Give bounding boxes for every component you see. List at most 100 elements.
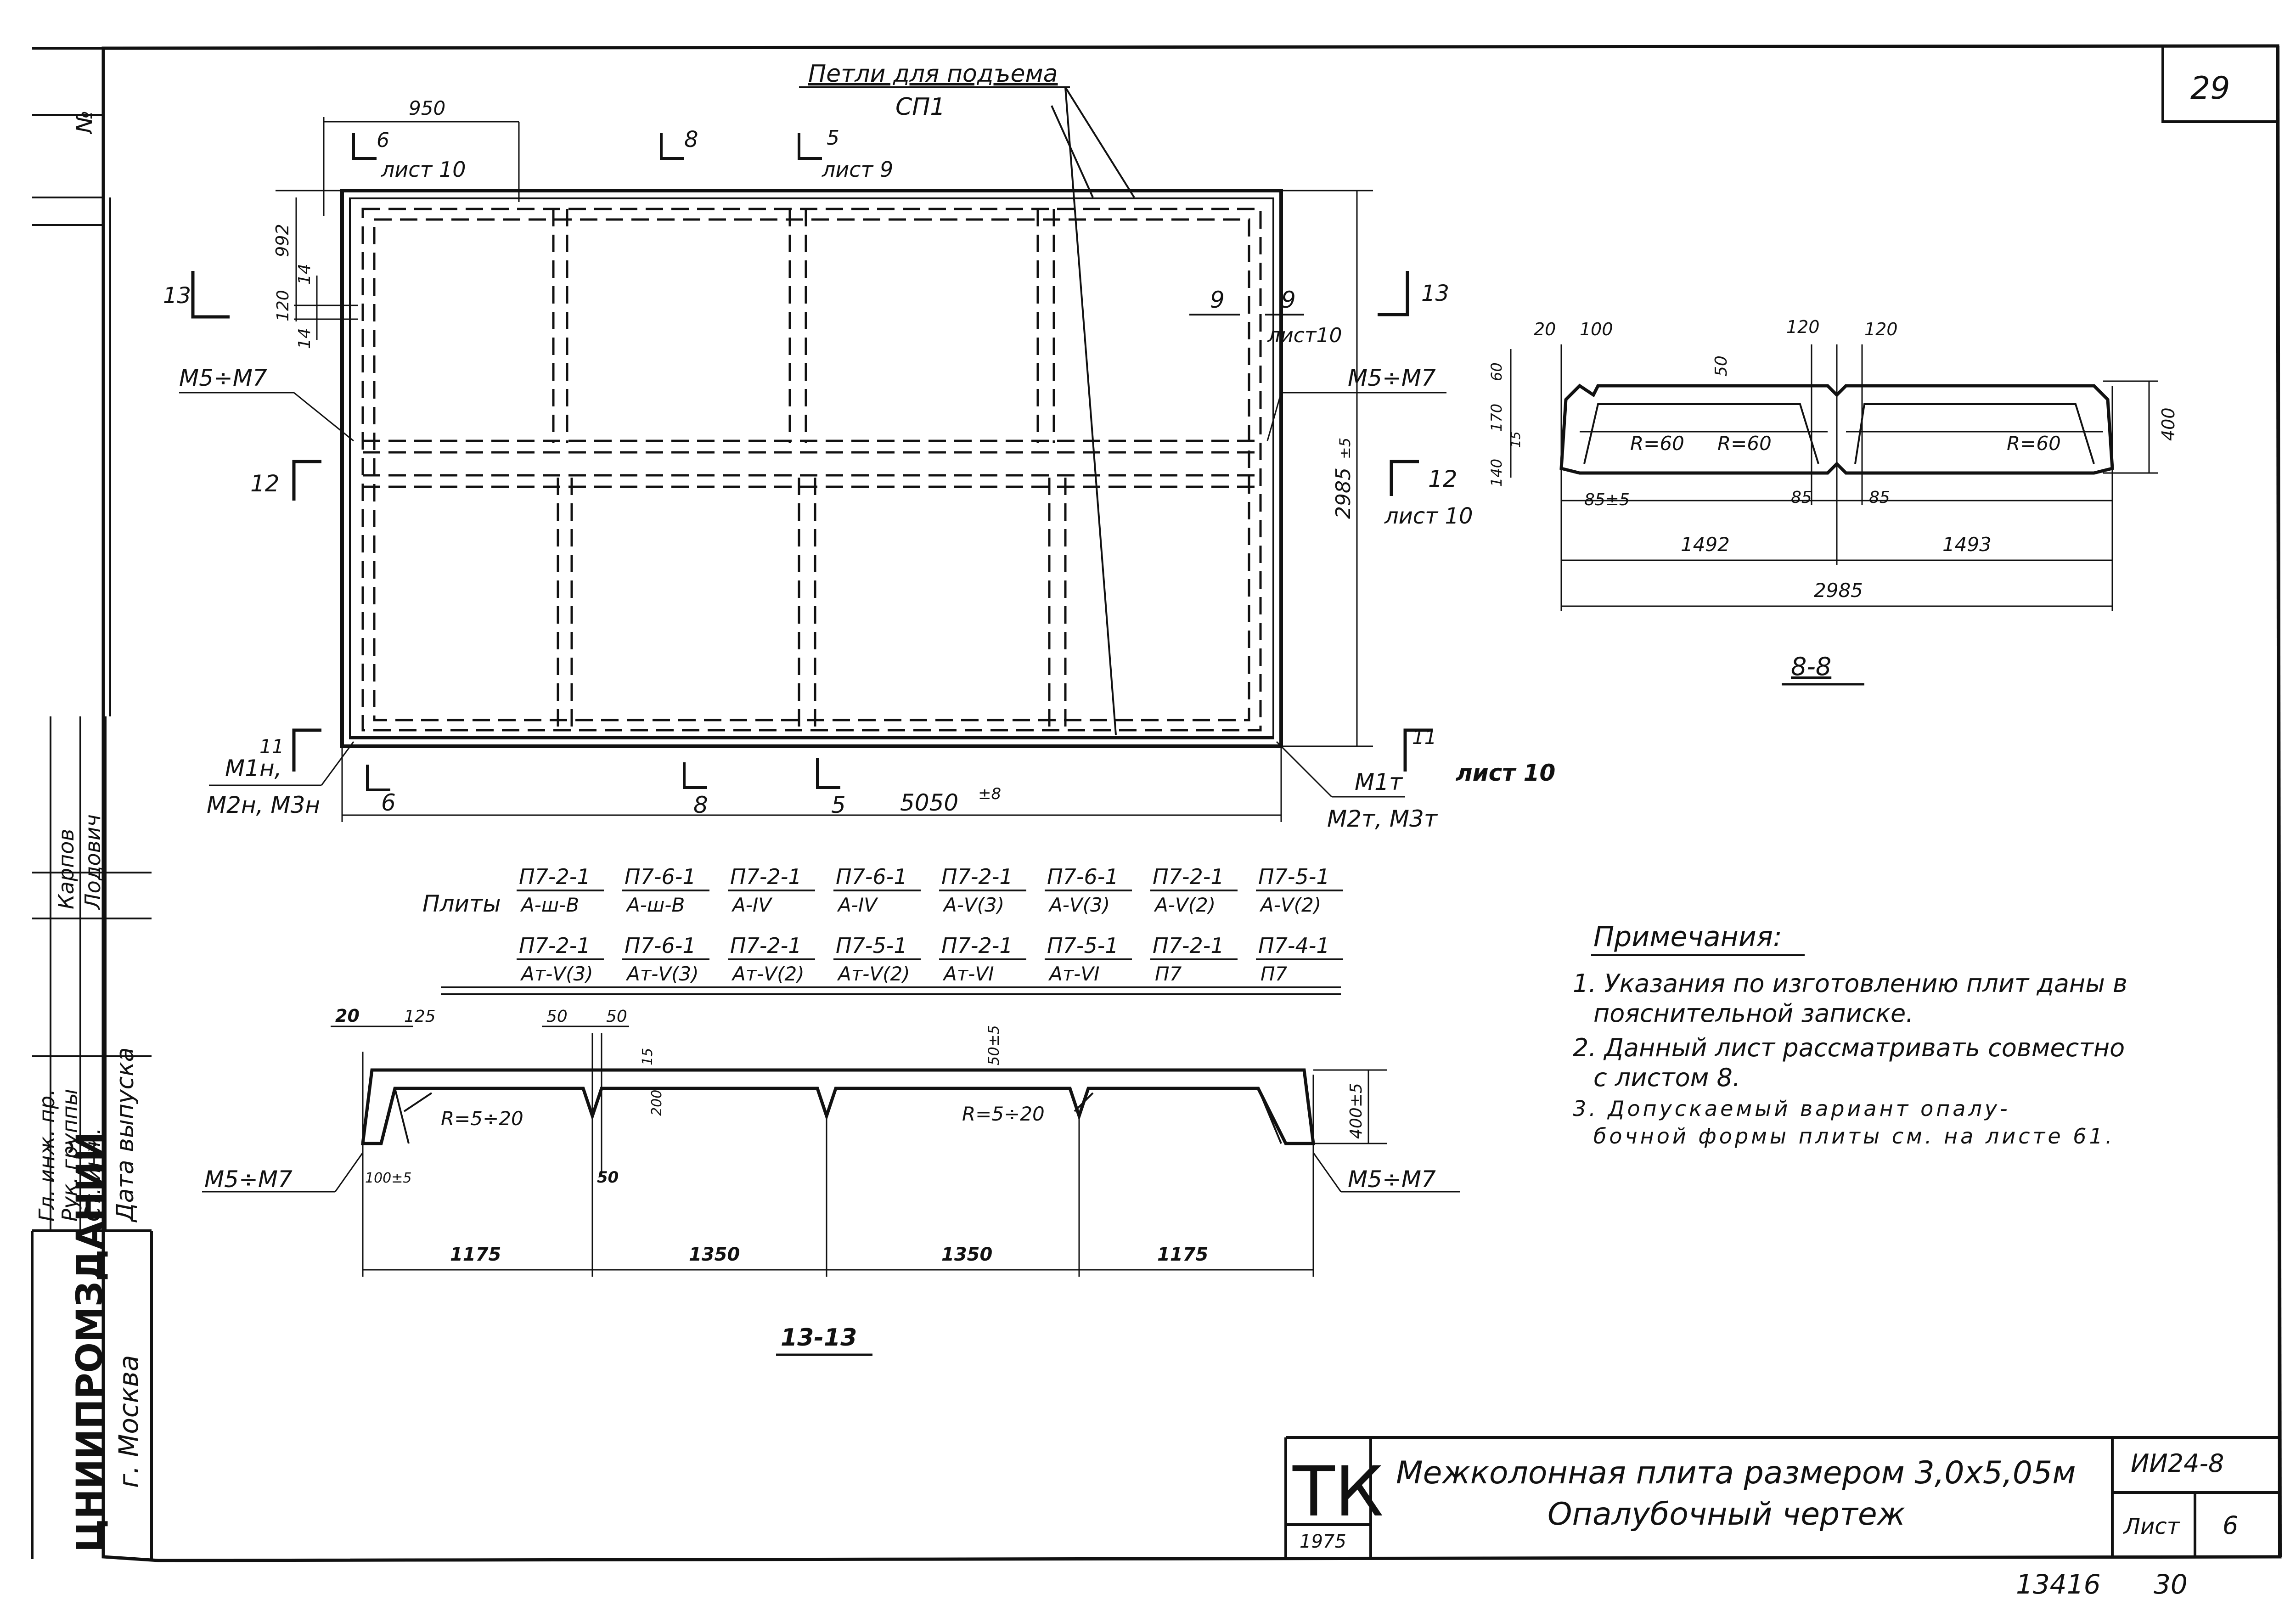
s1313-r1: R=5÷20 — [441, 1107, 523, 1130]
s88-d15: 15 — [1508, 431, 1523, 448]
stamp-row-4: Дата выпуска — [112, 1047, 139, 1222]
rib-dashed-lines — [361, 208, 1262, 732]
section-5-top: 5 — [827, 126, 839, 150]
left-stamp-table — [32, 114, 152, 1231]
slab-mark-numerator: П7-2-1 — [730, 933, 802, 958]
s88-r3: R=60 — [2007, 432, 2061, 455]
slab-mark-numerator: П7-2-1 — [941, 864, 1013, 889]
section-12-right: 12 — [1428, 466, 1458, 492]
section-11-left-marker — [292, 728, 321, 772]
bottom-section-5: 5 — [831, 792, 846, 818]
section-6-top: 6 — [377, 129, 389, 152]
section-12-sheet: лист 10 — [1384, 503, 1473, 529]
slab-mark-denominator: А-V(2) — [1154, 894, 1216, 916]
section-8-8-title: 8-8 — [1791, 652, 1831, 681]
slabs-label: Плиты — [422, 890, 501, 917]
sheet-number: 29 — [2190, 70, 2230, 107]
section-markers-top — [323, 117, 822, 216]
s1313-d50-tol: 50±5 — [985, 1025, 1002, 1065]
section-8-8-drawing — [1510, 344, 2158, 611]
no-label: № — [72, 110, 97, 135]
dim-2985: 2985 — [1332, 468, 1355, 519]
slab-mark-numerator: П7-5-1 — [836, 933, 907, 958]
slab-mark-denominator: А-ш-В — [625, 894, 685, 916]
note-1a: 1. Указания по изготовлению плит даны в — [1573, 969, 2127, 998]
s1313-d20: 20 — [335, 1006, 360, 1026]
s88-d120-a: 120 — [1786, 317, 1820, 337]
slab-mark-numerator: П7-2-1 — [1153, 933, 1224, 958]
note-2b: с листом 8. — [1593, 1063, 1740, 1092]
s88-d85-tol: 85±5 — [1584, 490, 1630, 509]
s1313-span-2: 1350 — [689, 1244, 740, 1265]
s88-d85-c: 85 — [1869, 488, 1890, 507]
slab-mark-numerator: П7-2-1 — [1153, 864, 1224, 889]
section-13-right-marker — [1378, 271, 1409, 316]
s88-d100: 100 — [1580, 319, 1613, 339]
organization-name: ЦНИИПРОМЗДАНИЙ — [68, 1132, 111, 1552]
slabs-row-1: П7-2-1А-ш-ВП7-6-1А-ш-ВП7-2-1А-IVП7-6-1А-… — [517, 864, 1343, 916]
slab-mark-numerator: П7-2-1 — [519, 864, 591, 889]
s88-r2: R=60 — [1717, 432, 1772, 455]
section-6-sheet: лист 10 — [381, 157, 466, 182]
section-9-a: 9 — [1210, 287, 1225, 313]
s1313-d200: 200 — [649, 1090, 665, 1116]
stamp-row-2: Рук. группы — [57, 1089, 82, 1222]
s1313-d50-a: 50 — [546, 1007, 568, 1026]
lifting-loops-label: Петли для подъема — [808, 60, 1058, 88]
tk-year: 1975 — [1300, 1531, 1346, 1552]
s1313-d15: 15 — [640, 1048, 656, 1065]
s1313-d100-tol: 100±5 — [365, 1170, 411, 1186]
drawing-title-line-2: Опалубочный чертеж — [1548, 1496, 1905, 1532]
slab-mark-numerator: П7-6-1 — [1047, 864, 1119, 889]
section-11-left: 11 — [259, 735, 284, 758]
section-13-left-marker — [191, 271, 230, 319]
note-2a: 2. Данный лист рассматривать совместно — [1573, 1033, 2125, 1062]
slab-mark-denominator: Ат-V(2) — [837, 963, 910, 985]
dim-950: 950 — [409, 97, 445, 119]
s88-d85-b: 85 — [1791, 488, 1812, 507]
s1313-m-right: М5÷М7 — [1348, 1166, 1436, 1193]
s1313-r2: R=5÷20 — [962, 1103, 1045, 1125]
section-markers-bottom — [366, 758, 840, 791]
slab-mark-denominator: Ат-V(3) — [625, 963, 699, 985]
slab-mark-numerator: П7-2-1 — [730, 864, 802, 889]
slab-mark-numerator: П7-4-1 — [1258, 933, 1330, 958]
m1n-label: М1н, — [225, 755, 282, 782]
s1313-span-4: 1175 — [1157, 1244, 1208, 1265]
section-9-b: 9 — [1281, 287, 1296, 313]
section-5-sheet: лист 9 — [822, 157, 893, 182]
section-11-right: 11 — [1412, 726, 1436, 749]
dim-5050-tol: ±8 — [978, 785, 1001, 803]
lifting-loops-code: СП1 — [895, 93, 945, 121]
section-13-13-drawing — [202, 1025, 1460, 1277]
s88-r1: R=60 — [1630, 432, 1684, 455]
s1313-m-left: М5÷М7 — [204, 1166, 293, 1193]
dim-14-b: 14 — [295, 328, 314, 349]
s88-d400: 400 — [2158, 407, 2178, 441]
bottom-archive-number: 13416 — [2016, 1569, 2101, 1600]
slab-mark-denominator: Ат-VI — [942, 963, 994, 985]
s1313-d400-tol: 400±5 — [1347, 1083, 1366, 1139]
slab-mark-denominator: А-IV — [731, 894, 773, 916]
section-13-right: 13 — [1421, 281, 1449, 306]
section-12-left-marker — [292, 460, 321, 501]
slab-mark-numerator: П7-6-1 — [625, 864, 696, 889]
section-8-top: 8 — [684, 127, 698, 152]
dim-5050-line — [341, 746, 1282, 822]
slab-mark-numerator: П7-2-1 — [519, 933, 591, 958]
dim-120: 120 — [274, 290, 293, 321]
m2n-m3n-label: М2н, М3н — [207, 792, 320, 818]
m1t-label: М1т — [1355, 769, 1403, 795]
section-9-sheet: лист10 — [1267, 324, 1342, 347]
m5-m7-right-label: М5÷М7 — [1348, 365, 1436, 391]
left-dims — [276, 190, 358, 340]
sheet-number-small: 6 — [2223, 1511, 2238, 1540]
s88-d2985: 2985 — [1814, 579, 1863, 602]
drawing-title-line-1: Межколонная плита размером 3,0х5,05м — [1396, 1455, 2076, 1491]
s1313-span-1: 1175 — [450, 1244, 501, 1265]
slab-mark-denominator: Ат-V(3) — [520, 963, 593, 985]
dim-5050: 5050 — [900, 789, 958, 816]
sheet-frame — [31, 44, 2282, 1562]
dim-14-a: 14 — [295, 264, 314, 285]
section-11-sheet: лист 10 — [1456, 760, 1555, 786]
